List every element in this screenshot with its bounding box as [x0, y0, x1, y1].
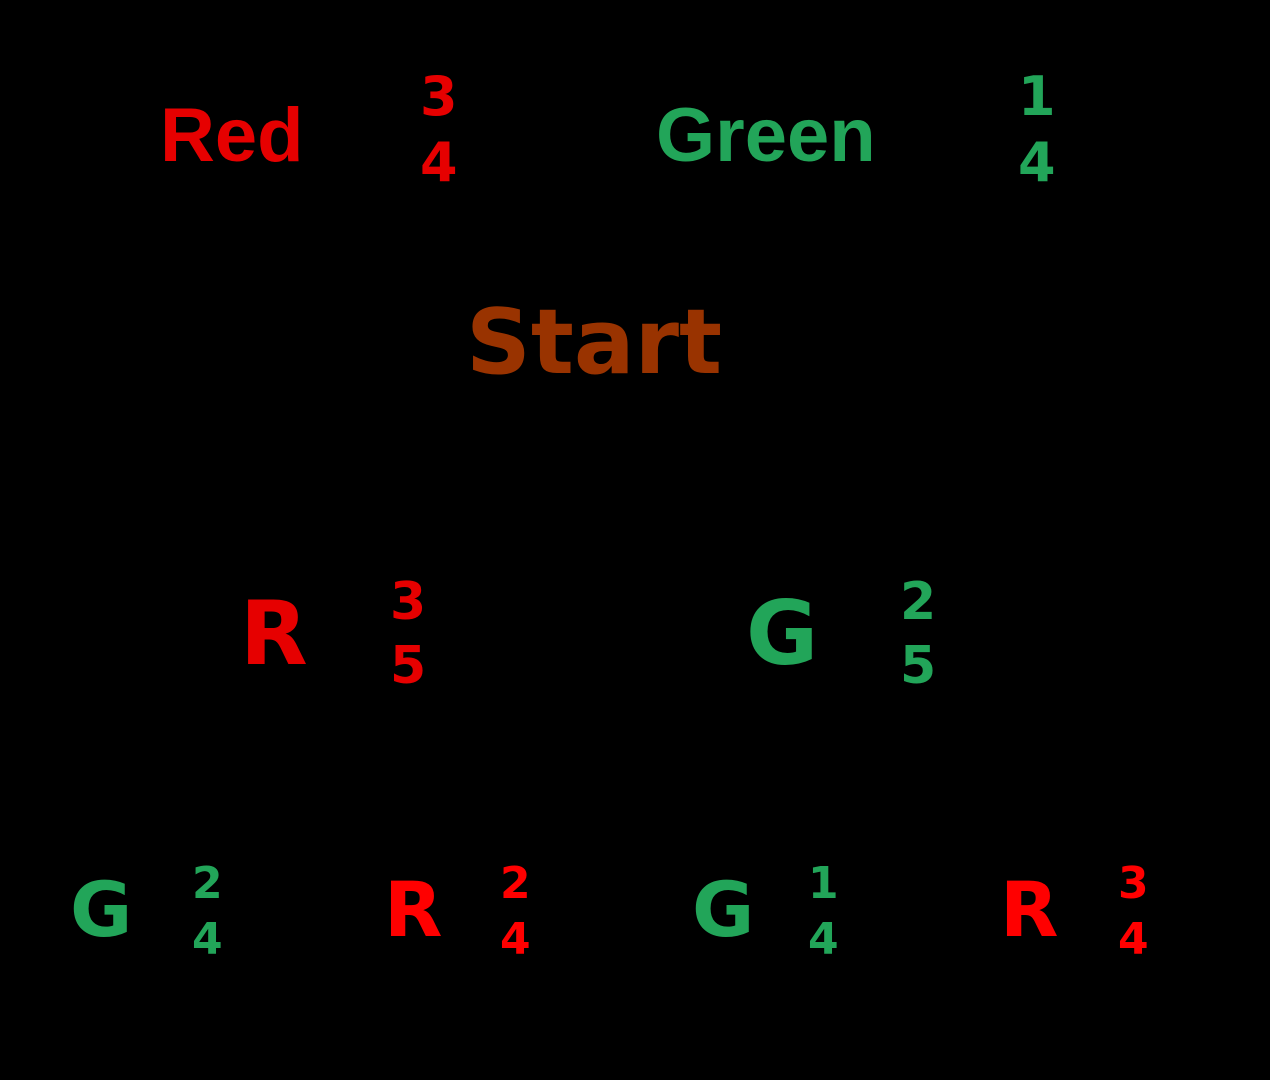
- legend-green-probability: 1 4: [1018, 70, 1056, 190]
- fraction-denominator: 5: [390, 636, 427, 696]
- fraction-bar: [1118, 910, 1149, 914]
- fraction-numerator: 3: [420, 65, 458, 128]
- fraction-bar: [808, 910, 839, 914]
- node-level2-red-2: R: [1000, 865, 1059, 954]
- node-level2-red-1-probability: 2 4: [500, 862, 531, 962]
- fraction-denominator: 4: [192, 914, 223, 965]
- fraction-denominator: 4: [1118, 914, 1149, 965]
- node-level2-green-1-probability: 2 4: [192, 862, 223, 962]
- fraction-numerator: 1: [808, 858, 839, 909]
- fraction-denominator: 4: [1018, 131, 1056, 194]
- fraction-numerator: 2: [500, 858, 531, 909]
- legend-red-label: Red: [160, 93, 304, 178]
- root-node-start: Start: [466, 290, 722, 395]
- fraction-bar: [1018, 128, 1056, 132]
- fraction-bar: [900, 632, 937, 636]
- fraction-numerator: 2: [900, 572, 937, 632]
- fraction-bar: [192, 910, 223, 914]
- node-level2-red-1: R: [384, 865, 443, 954]
- node-level1-red-probability: 3 5: [390, 572, 427, 696]
- fraction-denominator: 4: [420, 131, 458, 194]
- fraction-denominator: 4: [500, 914, 531, 965]
- node-level2-green-2-probability: 1 4: [808, 862, 839, 962]
- node-level1-green: G: [746, 582, 819, 685]
- fraction-bar: [500, 910, 531, 914]
- legend-red-probability: 3 4: [420, 70, 458, 190]
- node-level2-red-2-probability: 3 4: [1118, 862, 1149, 962]
- node-level1-green-probability: 2 5: [900, 572, 937, 696]
- node-level2-green-2: G: [692, 865, 755, 954]
- fraction-denominator: 5: [900, 636, 937, 696]
- legend-green-label: Green: [656, 93, 876, 178]
- fraction-denominator: 4: [808, 914, 839, 965]
- node-level2-green-1: G: [70, 865, 133, 954]
- fraction-numerator: 2: [192, 858, 223, 909]
- fraction-bar: [420, 128, 458, 132]
- fraction-numerator: 3: [1118, 858, 1149, 909]
- fraction-numerator: 1: [1018, 65, 1056, 128]
- fraction-bar: [390, 632, 427, 636]
- fraction-numerator: 3: [390, 572, 427, 632]
- node-level1-red: R: [240, 582, 308, 685]
